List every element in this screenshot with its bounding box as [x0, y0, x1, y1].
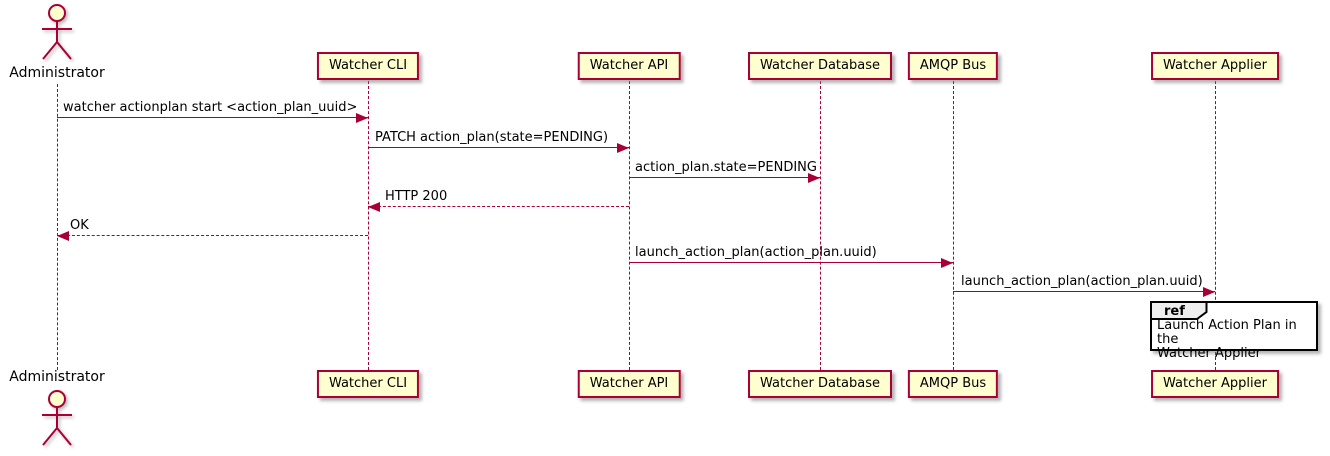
lifeline-watcher-api — [629, 81, 630, 370]
message-label: launch_action_plan(action_plan.uuid) — [961, 274, 1203, 289]
message-line — [629, 177, 820, 178]
actor-icon — [42, 390, 72, 446]
message-label: OK — [70, 218, 89, 233]
ref-text-line2: Watcher Applier — [1157, 346, 1261, 361]
arrowhead-right-icon — [617, 143, 629, 153]
message-line — [629, 262, 953, 263]
participant-watcher-cli-bottom: Watcher CLI — [316, 370, 420, 398]
arrowhead-right-icon — [356, 113, 368, 123]
lifeline-watcher-applier — [1215, 81, 1216, 370]
actor-icon — [42, 4, 72, 60]
message-label: PATCH action_plan(state=PENDING) — [375, 130, 609, 145]
participant-watcher-api-top: Watcher API — [577, 52, 681, 80]
arrowhead-left-icon — [57, 231, 69, 241]
message-line — [368, 206, 629, 207]
participant-watcher-database-bottom: Watcher Database — [748, 370, 892, 398]
message-label: HTTP 200 — [385, 189, 448, 204]
participant-watcher-applier-top: Watcher Applier — [1151, 52, 1279, 80]
ref-header-pentagon-icon — [1150, 301, 1208, 320]
arrowhead-right-icon — [808, 173, 820, 183]
arrowhead-right-icon — [941, 258, 953, 268]
message-line — [953, 291, 1215, 292]
ref-keyword: ref — [1164, 304, 1185, 319]
lifeline-watcher-cli — [368, 81, 369, 370]
actor-label-top: Administrator — [9, 65, 105, 81]
ref-fragment: ref Launch Action Plan in the Watcher Ap… — [1150, 301, 1318, 361]
message-line — [368, 147, 629, 148]
message-label: launch_action_plan(action_plan.uuid) — [635, 245, 877, 260]
message-line — [57, 117, 368, 118]
actor-label-bottom: Administrator — [9, 369, 105, 385]
participant-watcher-database-top: Watcher Database — [748, 52, 892, 80]
message-label: action_plan.state=PENDING — [635, 160, 817, 175]
lifeline-amqp-bus — [953, 81, 954, 370]
arrowhead-right-icon — [1203, 287, 1215, 297]
participant-watcher-cli-top: Watcher CLI — [316, 52, 420, 80]
lifeline-administrator — [57, 84, 58, 370]
participant-watcher-api-bottom: Watcher API — [577, 370, 681, 398]
participant-watcher-applier-bottom: Watcher Applier — [1151, 370, 1279, 398]
participant-amqp-bus-top: AMQP Bus — [907, 52, 999, 80]
message-label: watcher actionplan start <action_plan_uu… — [63, 100, 358, 115]
lifeline-watcher-database — [820, 81, 821, 370]
ref-text: Launch Action Plan in the Watcher Applie… — [1157, 319, 1316, 361]
message-line — [57, 235, 368, 236]
participant-amqp-bus-bottom: AMQP Bus — [907, 370, 999, 398]
ref-text-line1: Launch Action Plan in the — [1157, 318, 1297, 347]
arrowhead-left-icon — [368, 202, 380, 212]
